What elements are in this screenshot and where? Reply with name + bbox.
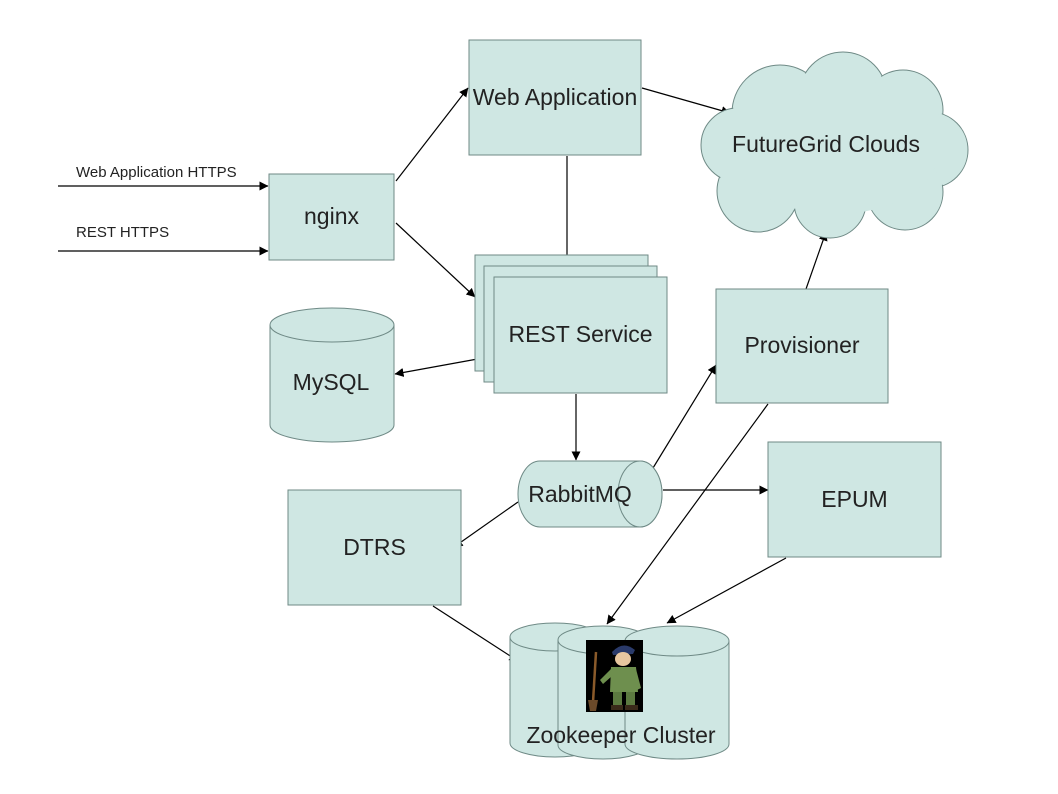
zookeeper-cluster-label: Zookeeper Cluster bbox=[526, 722, 716, 748]
rest-service-label: REST Service bbox=[508, 321, 652, 347]
nginx-node: nginx bbox=[268, 173, 395, 261]
zookeeper-figure-icon bbox=[586, 640, 643, 712]
rabbitmq-label: RabbitMQ bbox=[528, 481, 632, 507]
mysql-label: MySQL bbox=[293, 369, 370, 395]
edge-provisioner-to-clouds bbox=[805, 231, 828, 290]
epum-label: EPUM bbox=[821, 486, 887, 512]
web-https-label: Web Application HTTPS bbox=[76, 164, 237, 181]
rest-service-node: REST Service bbox=[474, 254, 668, 394]
zookeeper-cluster-node: Zookeeper Cluster bbox=[509, 622, 730, 760]
edge-rabbitmq-to-dtrs bbox=[453, 501, 519, 548]
edge-provisioner-to-zookeeper bbox=[606, 403, 769, 625]
provisioner-node: Provisioner bbox=[715, 288, 889, 404]
edge-dtrs-to-zookeeper bbox=[432, 605, 519, 662]
epum-node: EPUM bbox=[767, 441, 942, 558]
edge-rabbitmq-to-provisioner bbox=[652, 364, 717, 469]
rest-https-label: REST HTTPS bbox=[76, 224, 169, 241]
edge-webapp-to-clouds bbox=[641, 87, 731, 115]
zookeeper-cylinder-3 bbox=[624, 625, 730, 760]
cloud-fill-overlay bbox=[702, 53, 967, 237]
futuregrid-clouds-label: FutureGrid Clouds bbox=[732, 131, 920, 157]
edge-nginx-to-rest bbox=[395, 222, 476, 298]
web-application-node: Web Application bbox=[468, 39, 642, 156]
dtrs-label: DTRS bbox=[343, 534, 406, 560]
edge-epum-to-zookeeper bbox=[666, 557, 787, 624]
futuregrid-clouds-node: FutureGrid Clouds bbox=[700, 51, 969, 239]
mysql-node: MySQL bbox=[269, 307, 395, 443]
edge-nginx-to-webapp bbox=[395, 87, 469, 182]
edges bbox=[58, 87, 828, 662]
rabbitmq-node: RabbitMQ bbox=[517, 460, 663, 528]
dtrs-node: DTRS bbox=[287, 489, 462, 606]
nginx-label: nginx bbox=[304, 203, 359, 229]
web-application-label: Web Application bbox=[473, 84, 638, 110]
provisioner-label: Provisioner bbox=[744, 332, 859, 358]
